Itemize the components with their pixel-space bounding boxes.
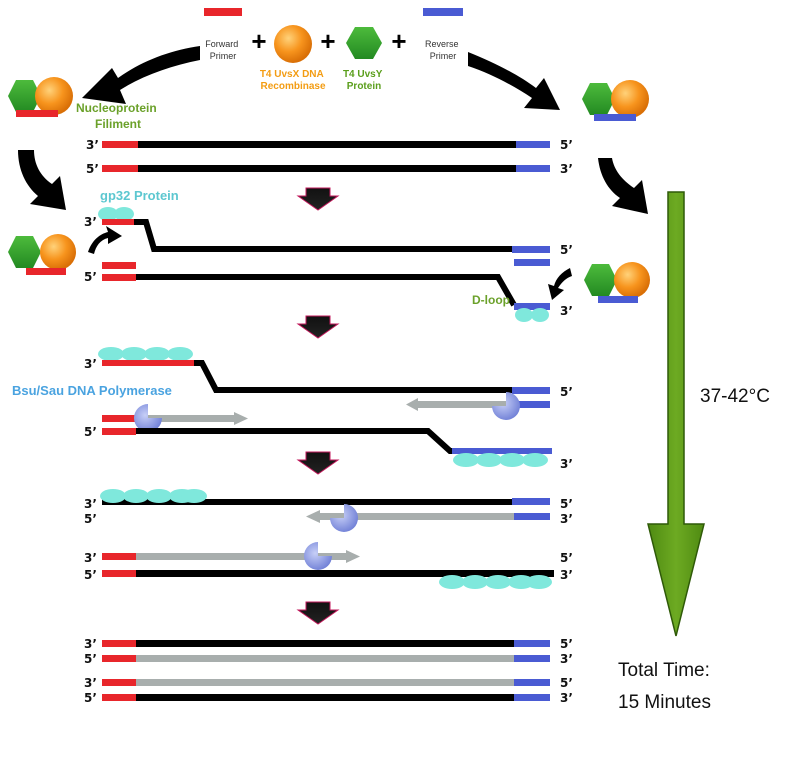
svg-text:3’: 3’ <box>84 357 97 371</box>
svg-text:3’: 3’ <box>560 162 573 176</box>
polymerase-label: Bsu/Sau DNA Polymerase <box>12 383 172 398</box>
svg-text:5’: 5’ <box>84 425 97 439</box>
forward-primer-label: Forward Primer <box>205 39 241 61</box>
step-arrow <box>296 187 340 211</box>
svg-text:5’: 5’ <box>560 138 573 152</box>
stage-4a: 3’ 5’ 5’ 3’ <box>84 489 573 532</box>
dloop-label: D-loop <box>472 293 510 307</box>
step-arrow <box>296 315 340 339</box>
nucleoprotein-label: Nucleoprotein Filiment <box>76 101 160 131</box>
svg-text:3’: 3’ <box>560 568 573 582</box>
complex-mid-right <box>584 262 650 303</box>
temperature-arrow <box>647 191 705 637</box>
stage-4b: 3’ 5’ 5’ 3’ <box>84 542 573 589</box>
complex-top-right <box>582 80 649 121</box>
svg-text:5’: 5’ <box>86 162 99 176</box>
uvsy-icon <box>346 27 382 59</box>
plus-sign: + <box>251 26 266 56</box>
curved-arrow-left <box>82 46 200 104</box>
svg-text:3’: 3’ <box>84 497 97 511</box>
svg-text:5’: 5’ <box>560 637 573 651</box>
recombinase-icon <box>274 25 312 63</box>
svg-text:5’: 5’ <box>560 676 573 690</box>
uvsy-label: T4 UvsY Protein <box>343 69 385 92</box>
svg-text:3’: 3’ <box>560 512 573 526</box>
stage-3: Bsu/Sau DNA Polymerase 3’ 5’ 5’ 3’ <box>12 347 573 471</box>
stage-1: 3’ 5’ 5’ 3’ <box>86 138 573 176</box>
small-arrow-right <box>548 268 572 300</box>
forward-primer-icon <box>204 8 242 16</box>
svg-text:3’: 3’ <box>560 304 573 318</box>
svg-text:3’: 3’ <box>560 652 573 666</box>
svg-text:3’: 3’ <box>84 551 97 565</box>
svg-text:5’: 5’ <box>84 568 97 582</box>
svg-text:3’: 3’ <box>560 457 573 471</box>
svg-text:3’: 3’ <box>84 215 97 229</box>
curved-arrow-left-2 <box>18 150 66 210</box>
reverse-primer-label: Reverse Primer <box>425 39 461 61</box>
stage-2: gp32 Protein 3’ 5’ 5’ 3’ D-loop <box>84 188 573 322</box>
plus-sign: + <box>391 26 406 56</box>
step-arrow <box>296 451 340 475</box>
svg-text:5’: 5’ <box>84 270 97 284</box>
svg-text:5’: 5’ <box>84 652 97 666</box>
svg-text:5’: 5’ <box>560 385 573 399</box>
svg-text:3’: 3’ <box>84 676 97 690</box>
gp32-label: gp32 Protein <box>100 188 179 203</box>
curved-arrow-right-2 <box>598 158 648 214</box>
total-time-label: Total Time: 15 Minutes <box>618 660 715 713</box>
plus-sign: + <box>320 26 335 56</box>
reverse-primer-icon <box>423 8 463 16</box>
recombinase-label: T4 UvsX DNA Recombinase <box>260 69 326 92</box>
svg-text:3’: 3’ <box>86 138 99 152</box>
curved-arrow-right <box>468 52 560 110</box>
stage-5: 3’ 5’ 3’ 5’ 5’ 3’ 5’ 3’ <box>84 637 573 705</box>
temperature-label: 37-42°C <box>700 386 770 407</box>
complex-mid-left <box>8 234 76 275</box>
svg-text:5’: 5’ <box>84 691 97 705</box>
small-arrow-left <box>88 226 122 254</box>
svg-text:5’: 5’ <box>84 512 97 526</box>
svg-text:5’: 5’ <box>560 497 573 511</box>
step-arrow <box>296 601 340 625</box>
svg-text:5’: 5’ <box>560 551 573 565</box>
svg-text:5’: 5’ <box>560 243 573 257</box>
svg-text:3’: 3’ <box>84 637 97 651</box>
complex-top-left <box>8 77 73 117</box>
svg-text:3’: 3’ <box>560 691 573 705</box>
reagents-row: Forward Primer + T4 UvsX DNA Recombinase… <box>204 8 463 92</box>
